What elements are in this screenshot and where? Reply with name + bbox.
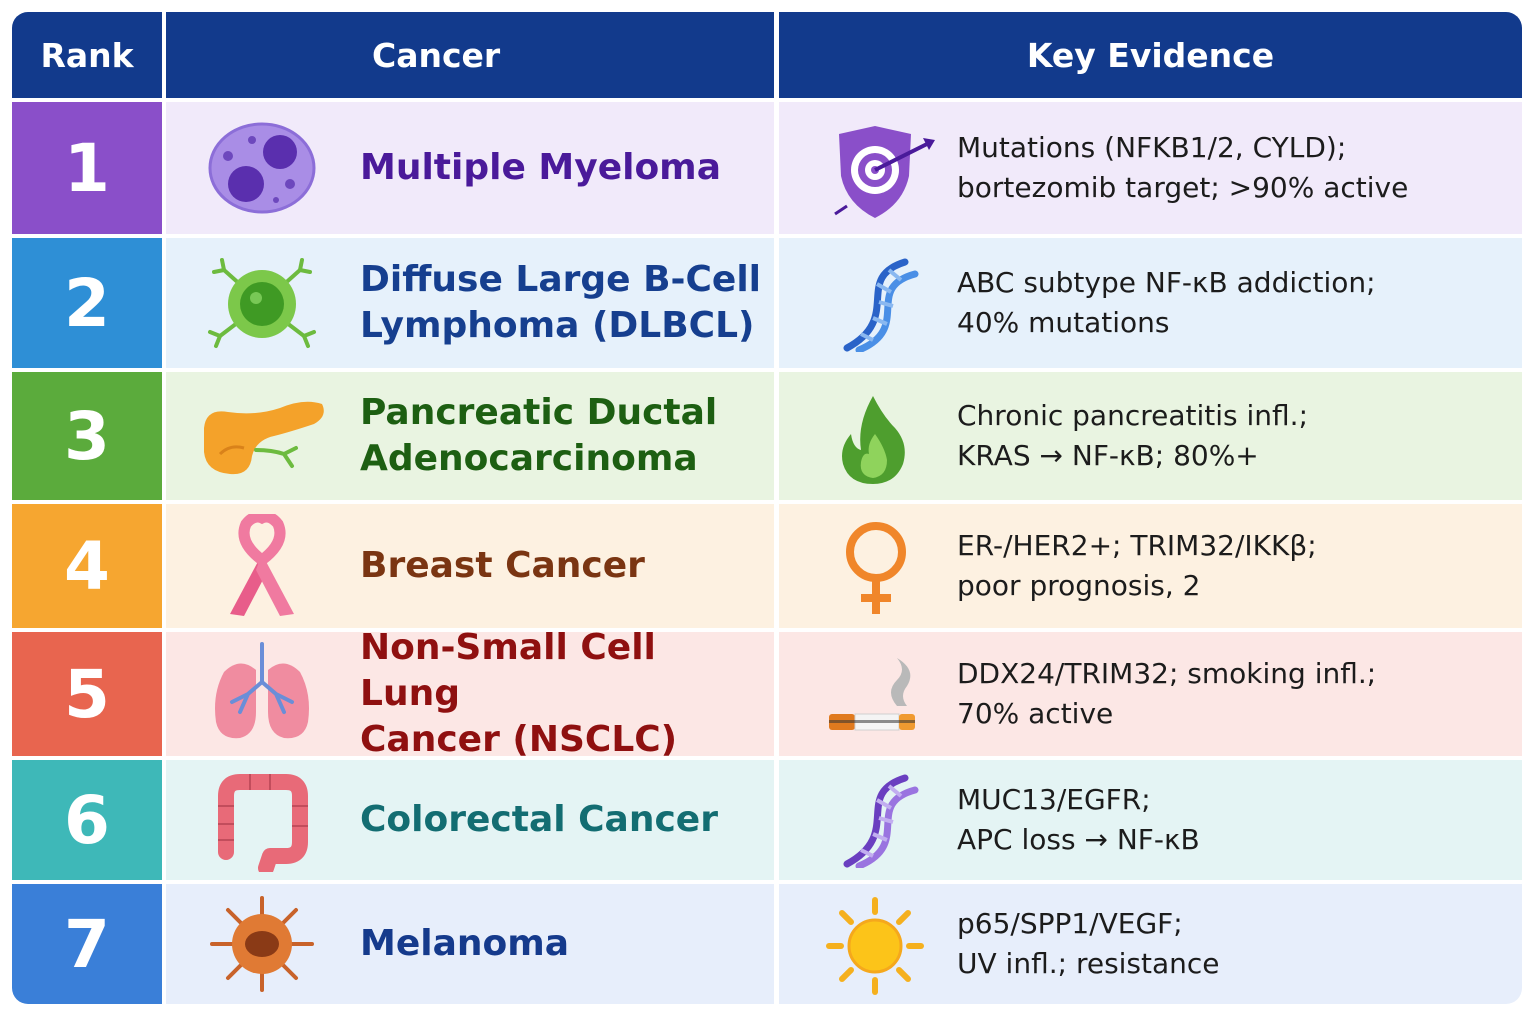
cancer-cell: Non-Small Cell Lung Cancer (NSCLC) — [166, 627, 774, 760]
cancer-cell: Breast Cancer — [166, 504, 774, 628]
table-row: 5 Non-Small Cell Lung Cancer (NSCLC) — [12, 627, 1522, 760]
evidence-cell: MUC13/EGFR; APC loss → NF-κB — [779, 760, 1522, 880]
pink-ribbon-icon — [222, 514, 302, 618]
rank-badge: 2 — [12, 238, 162, 368]
evidence-text: ER-/HER2+; TRIM32/IKKβ; poor prognosis, … — [957, 529, 1317, 602]
rank-badge: 4 — [12, 504, 162, 628]
cancer-cell: Colorectal Cancer — [166, 760, 774, 880]
cancer-name: Breast Cancer — [360, 545, 645, 586]
cancer-name: Pancreatic Ductal Adenocarcinoma — [360, 392, 718, 479]
cancer-name: Diffuse Large B-Cell Lymphoma (DLBCL) — [360, 259, 761, 346]
rank-badge: 5 — [12, 632, 162, 756]
sun-icon — [825, 896, 925, 996]
evidence-text: p65/SPP1/VEGF; UV infl.; resistance — [957, 907, 1220, 980]
target-shield-icon — [831, 124, 941, 220]
cancer-cell: Multiple Myeloma — [166, 102, 774, 234]
dna-icon — [833, 774, 923, 868]
table-row: 4 Breast Cancer ER-/HER2+; TRIM32/IKKβ; … — [12, 504, 1522, 628]
flame-icon — [839, 394, 909, 486]
colon-icon — [210, 772, 314, 872]
cancer-name: Melanoma — [360, 923, 570, 964]
cancer-cell: Melanoma — [166, 884, 774, 1004]
table-row: 7 Melanoma — [12, 884, 1522, 1004]
header-cancer: Cancer — [166, 12, 774, 98]
myeloma-cell-icon — [206, 118, 318, 218]
melanocyte-icon — [208, 894, 316, 994]
table-row: 3 Pancreatic Ductal Adenocarcinoma Chron… — [12, 372, 1522, 500]
cigarette-icon — [827, 656, 919, 738]
evidence-cell: DDX24/TRIM32; smoking infl.; 70% active — [779, 632, 1522, 756]
cancer-cell: Pancreatic Ductal Adenocarcinoma — [166, 372, 774, 500]
header-evidence-label: Key Evidence — [1026, 35, 1275, 75]
pancreas-icon — [200, 394, 330, 482]
b-cell-icon — [206, 256, 318, 352]
rank-badge: 7 — [12, 884, 162, 1004]
dna-icon — [833, 258, 923, 352]
cancer-name: Multiple Myeloma — [360, 147, 721, 188]
cancer-cell: Diffuse Large B-Cell Lymphoma (DLBCL) — [166, 238, 774, 368]
cancer-name: Colorectal Cancer — [360, 799, 718, 840]
evidence-cell: ABC subtype NF-κB addiction; 40% mutatio… — [779, 238, 1522, 368]
table-row: 1 Multiple Myeloma — [12, 102, 1522, 234]
header-rank-label: Rank — [40, 35, 134, 75]
female-symbol-icon — [841, 520, 911, 616]
evidence-text: Chronic pancreatitis infl.; KRAS → NF-κB… — [957, 399, 1308, 472]
rank-badge: 3 — [12, 372, 162, 500]
evidence-cell: p65/SPP1/VEGF; UV infl.; resistance — [779, 884, 1522, 1004]
evidence-text: MUC13/EGFR; APC loss → NF-κB — [957, 783, 1200, 856]
evidence-cell: Chronic pancreatitis infl.; KRAS → NF-κB… — [779, 372, 1522, 500]
cancer-name: Non-Small Cell Lung Cancer (NSCLC) — [360, 627, 678, 760]
rank-badge: 1 — [12, 102, 162, 234]
evidence-cell: Mutations (NFKB1/2, CYLD); bortezomib ta… — [779, 102, 1522, 234]
evidence-cell: ER-/HER2+; TRIM32/IKKβ; poor prognosis, … — [779, 504, 1522, 628]
header-rank: Rank — [12, 12, 162, 98]
evidence-text: DDX24/TRIM32; smoking infl.; 70% active — [957, 657, 1377, 730]
evidence-text: Mutations (NFKB1/2, CYLD); bortezomib ta… — [957, 131, 1409, 204]
rank-badge: 6 — [12, 760, 162, 880]
table-row: 2 Diffuse Large B-Cell Lymphoma (DLBCL) — [12, 238, 1522, 368]
header-cancer-label: Cancer — [372, 35, 501, 75]
header-key-evidence: Key Evidence — [779, 12, 1522, 98]
ranking-table: Rank Cancer Key Evidence 1 Multiple Myel… — [12, 12, 1522, 1004]
evidence-text: ABC subtype NF-κB addiction; 40% mutatio… — [957, 266, 1376, 339]
table-row: 6 Colorectal Cancer — [12, 760, 1522, 880]
lungs-icon — [210, 642, 314, 744]
